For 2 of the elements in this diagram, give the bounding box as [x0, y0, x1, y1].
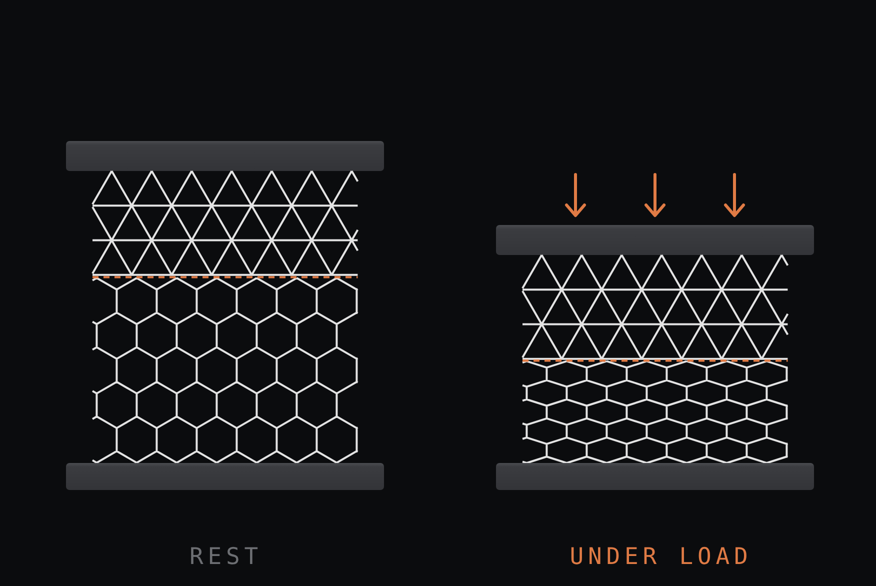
- state-label: REST: [190, 544, 262, 570]
- state-label: UNDER LOAD: [570, 544, 752, 570]
